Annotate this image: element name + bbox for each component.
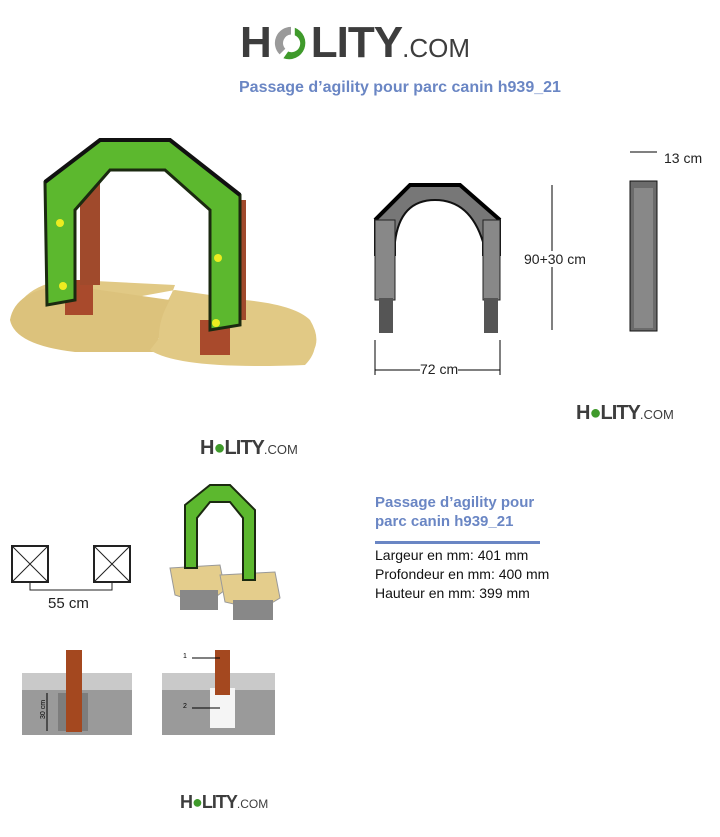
width-dimension-label: 72 cm	[420, 361, 459, 377]
arch-install-image	[169, 484, 281, 620]
footing-dimension-label: 30 cm	[40, 699, 48, 720]
page-title: Passage d’agility pour parc canin h939_2…	[239, 79, 561, 96]
side-view-drawing	[629, 151, 658, 332]
spec-height: Hauteur en mm: 399 mm	[375, 585, 530, 601]
callout-2: 2	[183, 703, 187, 710]
specs-list: Largeur en mm: 401 mm Profondeur en mm: …	[375, 546, 549, 603]
height-dimension-label: 90+30 cm	[524, 251, 586, 267]
callout-1: 1	[183, 653, 187, 660]
front-view-drawing	[373, 183, 553, 375]
specs-divider	[375, 541, 540, 544]
arch-render-image	[10, 138, 317, 366]
spec-depth: Profondeur en mm: 400 mm	[375, 566, 550, 582]
installation-diagrams	[22, 650, 275, 735]
brand-logo: H LITY.COM	[240, 18, 470, 67]
brand-logo-small: H●LITY.COM	[200, 437, 298, 459]
brand-logo-small: H●LITY.COM	[576, 402, 674, 424]
logo-ring-icon	[274, 26, 306, 60]
spacing-dimension-label: 55 cm	[48, 595, 89, 612]
spec-width: Largeur en mm: 401 mm	[375, 547, 529, 563]
depth-dimension-label: 13 cm	[664, 150, 703, 166]
brand-logo-bottom: H●LITY.COM	[180, 792, 269, 812]
footprint-drawing	[11, 545, 131, 591]
